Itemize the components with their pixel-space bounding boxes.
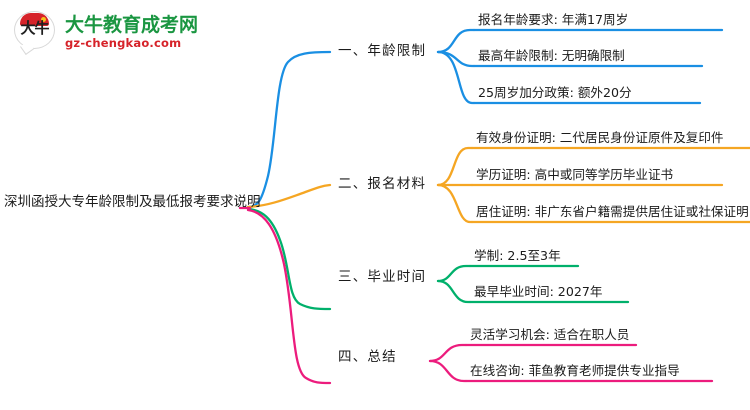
connector-root-branch-4: [246, 208, 332, 385]
logo-title: 大牛教育成考网: [65, 14, 199, 36]
leaf-node-4-2[interactable]: 在线咨询: 菲鱼教育老师提供专业指导: [470, 363, 680, 378]
connector-root-branch-3: [246, 207, 332, 311]
connector-root-branch-1: [246, 50, 332, 209]
connector-branch-1-leaf-1: [436, 28, 476, 54]
branch-node-2[interactable]: 二、报名材料: [338, 176, 427, 192]
logo-cap-icon: [20, 13, 49, 26]
connector-branch-1-leaf-2: [436, 50, 476, 68]
leaf-node-2-1[interactable]: 有效身份证明: 二代居民身份证原件及复印件: [476, 130, 724, 145]
connector-branch-1-leaf-3: [436, 50, 476, 105]
connector-branch-3-leaf-1: [436, 264, 472, 283]
connector-branch-2-leaf-3: [436, 183, 474, 224]
leaf-node-2-3[interactable]: 居住证明: 非广东省户籍需提供居住证或社保证明: [476, 204, 749, 219]
branch-node-3[interactable]: 三、毕业时间: [338, 269, 427, 285]
leaf-node-1-3[interactable]: 25周岁加分政策: 额外20分: [478, 85, 632, 100]
root-node[interactable]: 深圳函授大专年龄限制及最低报考要求说明: [4, 194, 261, 210]
logo-cap-dot-icon: [41, 17, 46, 22]
logo-text-block: 大牛教育成考网 gz-chengkao.com: [65, 14, 198, 50]
leaf-node-1-1[interactable]: 报名年龄要求: 年满17周岁: [478, 12, 629, 27]
leaf-node-3-2[interactable]: 最早毕业时间: 2027年: [474, 284, 603, 299]
site-logo: 大牛 大牛教育成考网 gz-chengkao.com: [14, 6, 234, 58]
connector-branch-2-leaf-1: [436, 146, 474, 187]
leaf-node-2-2[interactable]: 学历证明: 高中或同等学历毕业证书: [476, 167, 674, 182]
connector-branch-4-leaf-2: [428, 359, 468, 383]
branch-node-4[interactable]: 四、总结: [338, 349, 397, 365]
connector-branch-3-leaf-2: [436, 279, 472, 304]
leaf-node-1-2[interactable]: 最高年龄限制: 无明确限制: [478, 48, 625, 63]
logo-mark-icon: 大牛: [14, 10, 58, 54]
logo-mark-glyph: 大牛: [20, 19, 49, 37]
branch-node-1[interactable]: 一、年龄限制: [338, 43, 427, 59]
logo-subtitle: gz-chengkao.com: [65, 36, 182, 50]
leaf-node-3-1[interactable]: 学制: 2.5至3年: [474, 248, 561, 263]
leaf-node-4-1[interactable]: 灵活学习机会: 适合在职人员: [470, 327, 630, 342]
connector-branch-4-leaf-1: [428, 343, 468, 363]
